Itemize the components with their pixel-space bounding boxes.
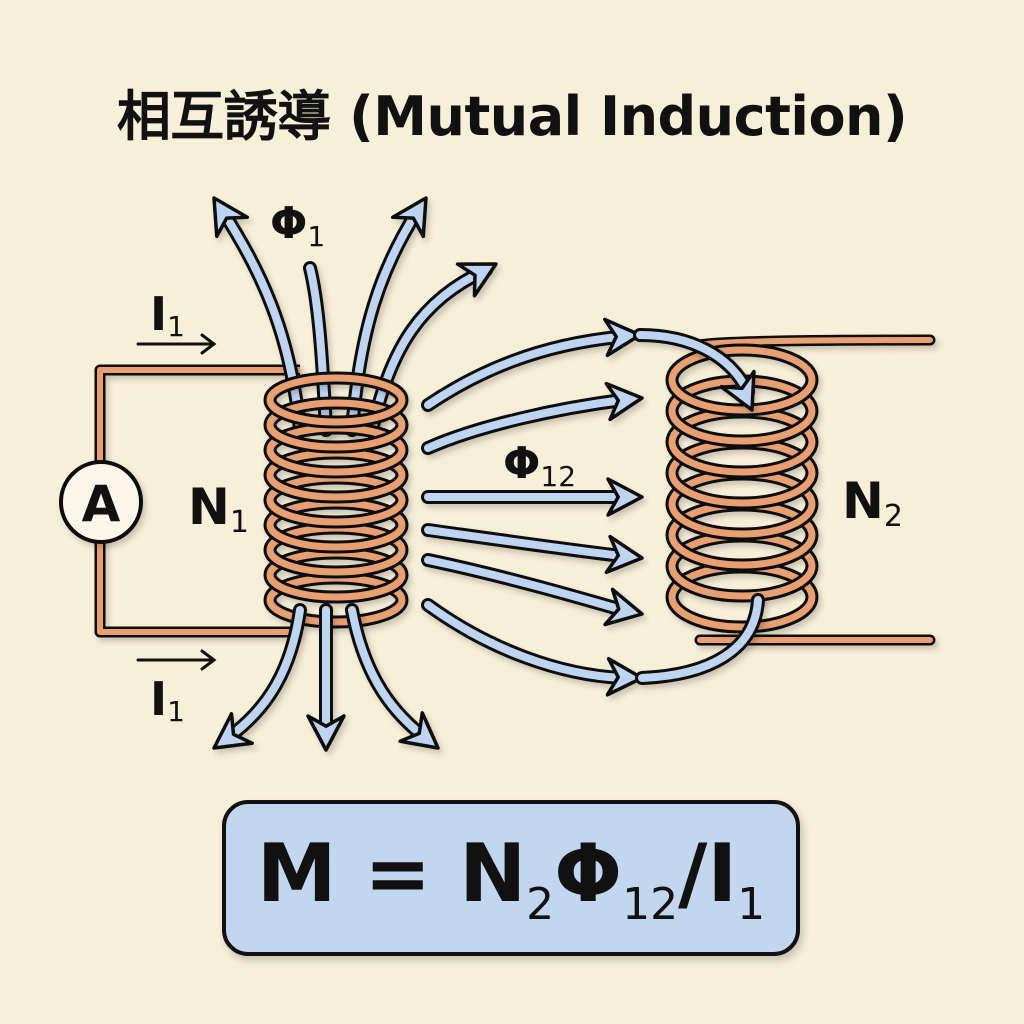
flux12-label: Φ12 — [503, 438, 576, 493]
flux-line — [421, 477, 644, 517]
primary-flux-lines-down — [212, 603, 440, 752]
primary-coil — [263, 371, 409, 629]
flux-line — [421, 317, 642, 412]
arrowhead-icon — [604, 534, 644, 575]
current-arrow-top — [136, 333, 217, 355]
arrowhead-icon — [390, 196, 428, 239]
flux-line — [212, 603, 307, 750]
flux-line — [345, 196, 428, 437]
arrowhead-icon — [455, 262, 498, 298]
arrowhead-icon — [603, 587, 644, 627]
flux-line — [421, 553, 644, 627]
current-label-top: I1 — [150, 287, 185, 343]
arrowhead-icon — [606, 477, 644, 517]
ammeter-label: A — [82, 475, 121, 533]
flux-line — [212, 196, 307, 437]
ammeter-icon — [59, 460, 143, 544]
flux-line — [421, 598, 644, 697]
primary-coil-turn — [263, 371, 409, 429]
mutual-inductance-formula: M = N2Φ12/I1 — [256, 826, 766, 930]
coil1-turns-label: N1 — [188, 478, 249, 540]
primary-coil-turn — [263, 396, 409, 454]
current-label-bottom: I1 — [150, 672, 185, 728]
secondary-coil-turn — [665, 343, 819, 417]
arrowhead-icon — [604, 381, 644, 422]
flux-line — [421, 523, 644, 575]
arrowhead-icon — [603, 317, 642, 358]
coil2-turns-label: N2 — [842, 472, 903, 534]
diagram-title: 相互誘導 (Mutual Induction) — [116, 85, 908, 148]
current-arrow-bottom — [136, 649, 217, 671]
arrowhead-icon — [212, 196, 250, 239]
arrowhead-icon — [212, 712, 254, 750]
formula-box: M = N2Φ12/I1 — [222, 800, 800, 956]
flux-line — [633, 328, 756, 412]
flux1-label: Φ1 — [270, 198, 325, 253]
flux-line — [421, 381, 644, 455]
arrowhead-icon — [398, 711, 440, 750]
flux-line — [345, 603, 440, 750]
arrowhead-icon — [306, 714, 346, 752]
arrowhead-icon — [605, 657, 644, 697]
flux-line — [635, 593, 765, 685]
arrowhead-icon — [719, 369, 756, 412]
mutual-flux-lines — [421, 317, 765, 697]
flux-line — [306, 603, 346, 752]
